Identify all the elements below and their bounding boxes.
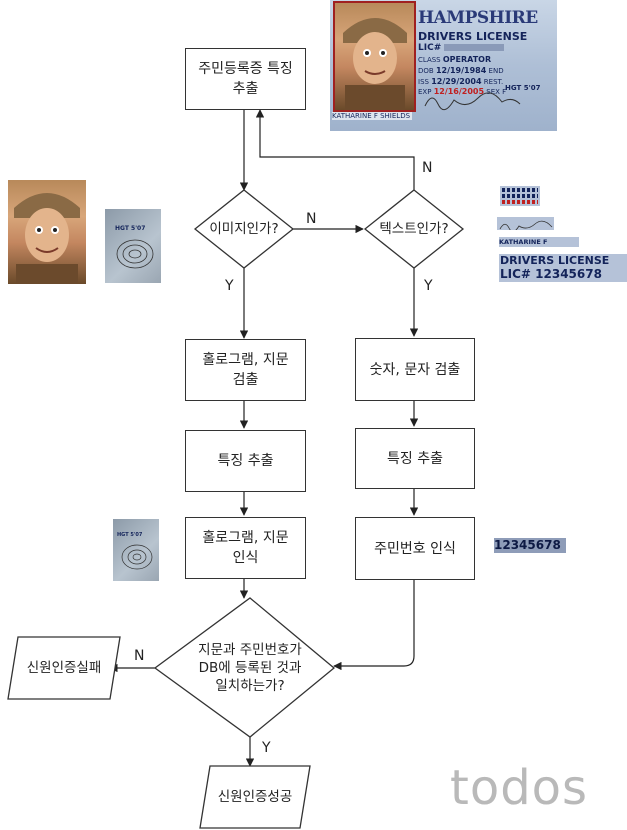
output-fail-text: 신원인증실패 [26, 660, 102, 676]
decision-match-shape [153, 597, 336, 738]
decision-image-text: 이미지인가? [209, 221, 279, 237]
license-text-crop: DRIVERS LICENSE LIC# 12345678 [499, 254, 627, 282]
crop-lic-text: LIC# 12345678 [500, 267, 602, 281]
face-crop-image [8, 180, 86, 284]
decision-text-shape [363, 189, 465, 269]
edge-label-n-mid: N [306, 211, 317, 227]
output-fail-shape [7, 636, 121, 700]
decision-match-text: 지문과 주민번호가 DB에 등록된 것과 일치하는가? [198, 642, 302, 694]
hologram-crop-small: HGT 5'07 [113, 519, 159, 581]
edge-label-n-top: N [422, 160, 433, 176]
name-crop-text: KATHARINE F SHIE_DS [499, 237, 579, 247]
license-hgt: HGT 5'07 [505, 84, 541, 92]
char-detect-box: 숫자, 문자 검출 [355, 338, 475, 401]
crop-title-text: DRIVERS LICENSE [500, 254, 610, 267]
license-dates: DOB 12/19/1984 END ISS 12/29/2004 REST. … [418, 66, 507, 96]
edge-label-y-right: Y [424, 278, 433, 294]
edge-label-n-fail: N [134, 648, 145, 664]
output-success-shape [199, 765, 311, 829]
feature-left-box: 특징 추출 [185, 430, 306, 492]
edge-label-y-left: Y [225, 278, 234, 294]
feature-right-box: 특징 추출 [355, 428, 475, 489]
arrow-text-no-loop [255, 109, 415, 190]
hologram-small-hgt-text: HGT 5'07 [117, 532, 143, 538]
id-recog-box: 주민번호 인식 [355, 517, 475, 580]
decision-text-text: 텍스트인가? [379, 221, 449, 237]
license-title: DRIVERS LICENSE [418, 30, 528, 43]
license-class: CLASS OPERATOR [418, 55, 492, 64]
arrow-right-to-match [333, 580, 415, 671]
hologram-crop-image: HGT 5'07 [105, 209, 161, 283]
watermark-logo: todos [450, 760, 589, 816]
drivers-license-image: HAMPSHIRE DRIVERS LICENSE LIC# CLASS OPE… [330, 0, 557, 131]
extract-top-box: 주민등록증 특징 추출 [185, 48, 306, 110]
license-state: HAMPSHIRE [418, 8, 538, 28]
hologram-detect-box: 홀로그램, 지문 검출 [185, 339, 306, 401]
license-photo [333, 1, 416, 112]
license-name: KATHARINE F SHIELDS [332, 112, 412, 120]
decision-image-shape [193, 189, 295, 269]
dates-crop-image [500, 186, 540, 206]
number-crop-text: 12345678 [494, 538, 566, 553]
hologram-hgt-text: HGT 5'07 [115, 225, 146, 232]
license-lic: LIC# [418, 43, 505, 53]
license-signature [424, 92, 521, 111]
output-success-text: 신원인증성공 [217, 789, 293, 805]
hologram-recog-box: 홀로그램, 지문 인식 [185, 517, 306, 579]
signature-crop-image [497, 217, 554, 230]
edge-label-y-success: Y [262, 740, 271, 756]
